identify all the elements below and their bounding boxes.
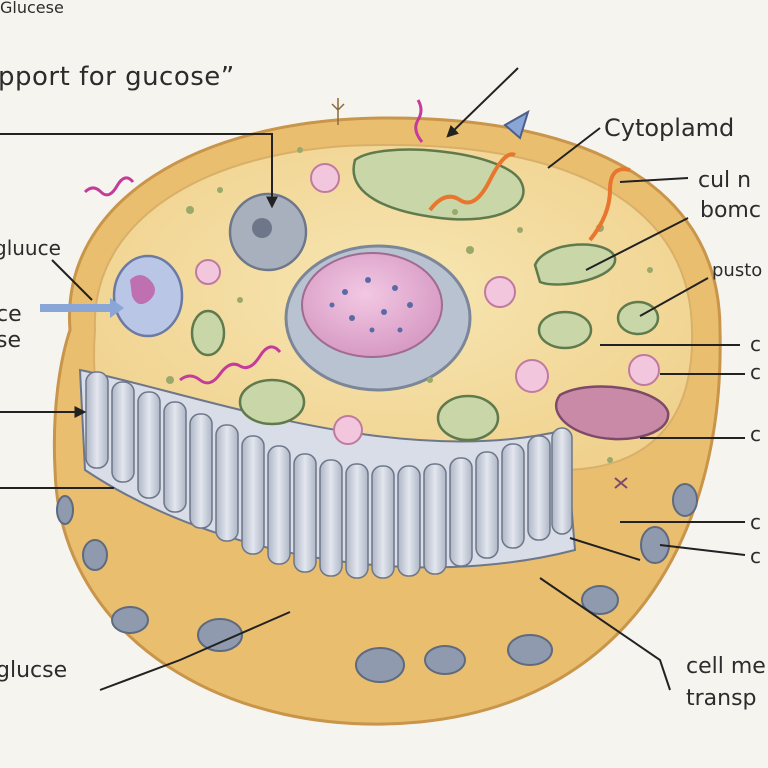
gluuce-label: gluuce	[0, 236, 61, 260]
membrane-proteins	[56, 483, 698, 683]
golgi-body	[554, 385, 670, 441]
bomc-fragment-label: bomc	[700, 198, 761, 223]
glucse-bottom-label: glucse	[0, 658, 68, 683]
leader-lines	[0, 67, 746, 691]
cell-me-label: cell me	[686, 654, 766, 679]
ce-fragment-label: ce	[0, 302, 22, 327]
pusto-label: pusto	[712, 260, 763, 281]
cul-fragment-label: cul n	[698, 168, 752, 193]
blue-entry-arrow	[40, 298, 124, 318]
star-mark-icon	[614, 477, 628, 489]
c-label-2: c	[750, 360, 761, 384]
cytoplamd-label: Cytoplamd	[604, 114, 735, 142]
transport-channels	[78, 368, 577, 579]
glucose-transport-arrow	[428, 109, 631, 242]
lysosome	[112, 254, 184, 338]
c-label-1: c	[750, 332, 761, 356]
c-label-4: c	[750, 510, 761, 534]
transp-label: transp	[686, 686, 757, 711]
nucleus	[284, 244, 472, 392]
glucese-label: Glucese	[0, 0, 64, 17]
vesicles	[195, 163, 660, 445]
se-fragment-label: se	[0, 328, 21, 353]
organelles	[190, 148, 660, 442]
c-label-3: c	[750, 422, 761, 446]
pink-strands	[83, 99, 424, 385]
c-label-5: c	[750, 544, 761, 568]
title-fragment-label: pport for gucose”	[0, 62, 235, 92]
vacuole	[228, 192, 308, 272]
sprig-icon	[331, 98, 345, 125]
